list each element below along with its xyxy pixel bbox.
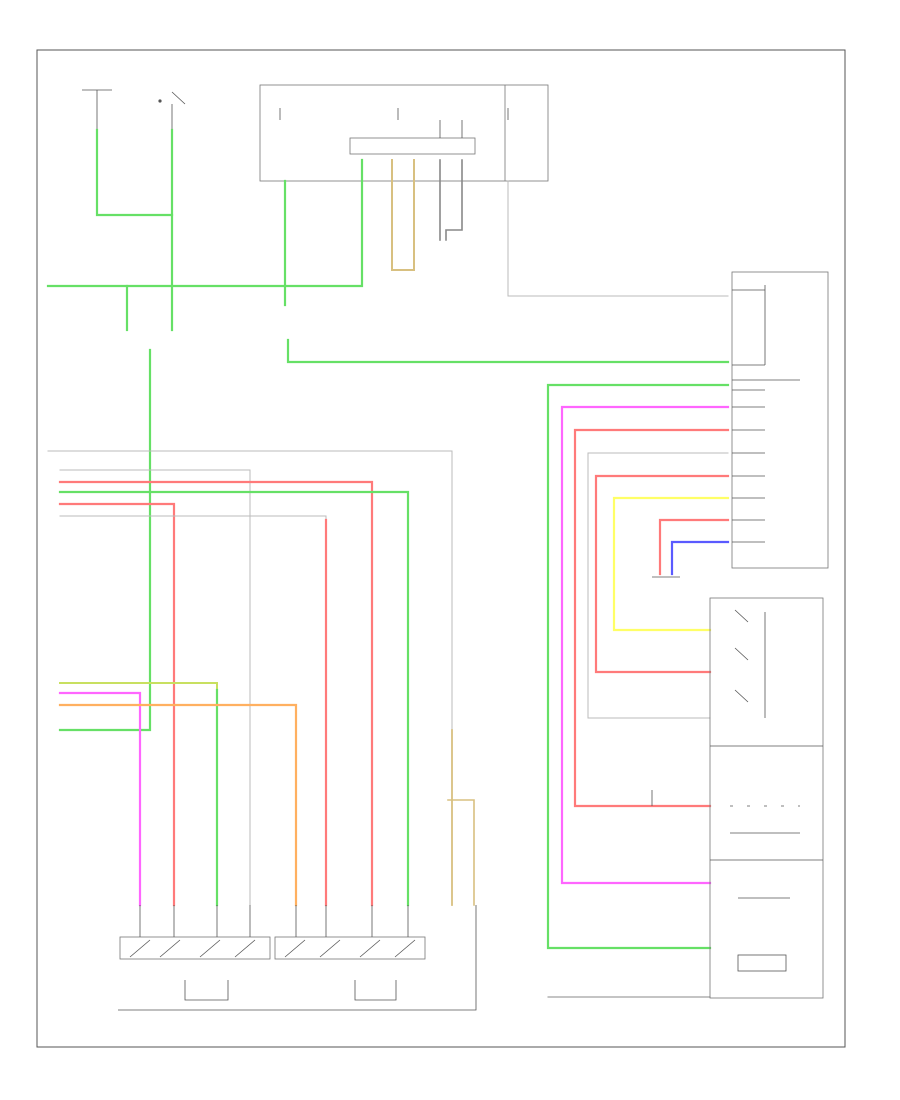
diagram-frame — [36, 49, 846, 1048]
control-unit — [731, 271, 829, 569]
top-tan-wires — [391, 159, 415, 271]
top-left-component — [82, 89, 186, 130]
top-gray-wires — [439, 159, 729, 297]
bottom-switch-group — [118, 905, 477, 1011]
top-junction-box — [259, 84, 549, 182]
top-green-wires — [46, 128, 730, 732]
right-wires — [546, 383, 730, 998]
left-harness-wires — [47, 450, 475, 907]
power-seat-switch-box — [709, 597, 824, 999]
